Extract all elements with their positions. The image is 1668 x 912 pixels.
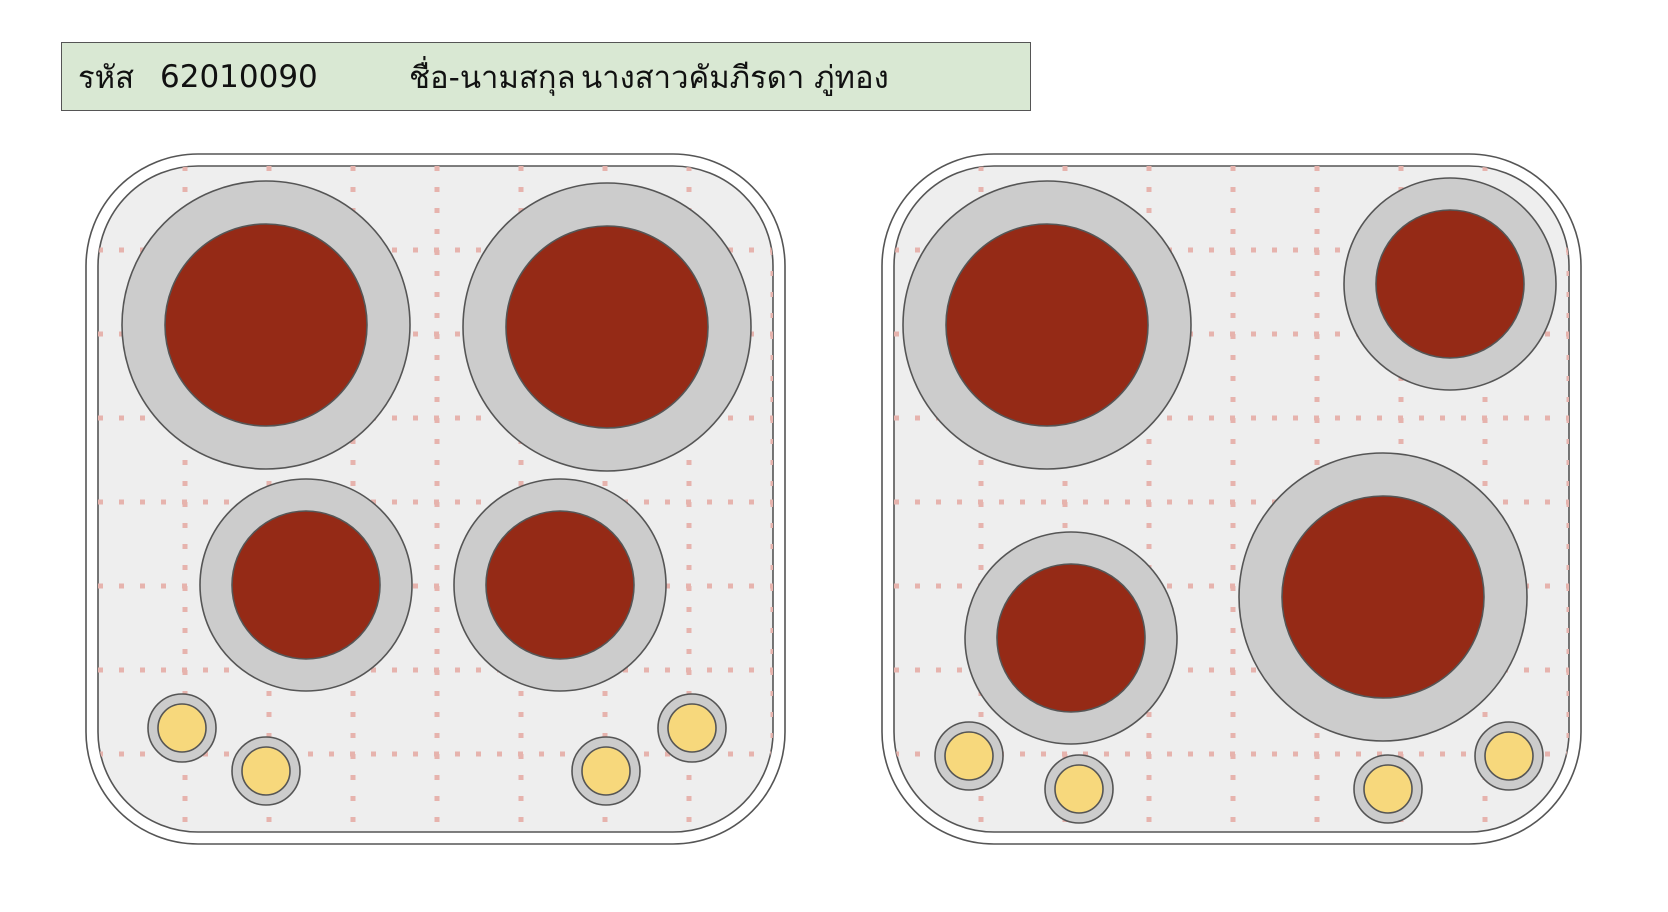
burner-top-right xyxy=(462,182,752,472)
burner-top-right xyxy=(1343,177,1557,391)
burner-bottom-left xyxy=(199,478,413,692)
knob-1 xyxy=(147,693,217,763)
knob-cap xyxy=(1363,764,1413,814)
grid-dots xyxy=(894,166,1569,832)
knob-cap xyxy=(1484,731,1534,781)
knob-3 xyxy=(571,736,641,806)
burner-heating-element xyxy=(485,510,635,660)
stove-right xyxy=(881,153,1582,845)
student-info-box: รหัส 62010090 ชื่อ-นามสกุล นางสาวคัมภีรด… xyxy=(61,42,1031,111)
knob-2 xyxy=(231,736,301,806)
knob-cap xyxy=(944,731,994,781)
knob-cap xyxy=(581,746,631,796)
knob-2 xyxy=(1044,754,1114,824)
knob-cap xyxy=(157,703,207,753)
burner-heating-element xyxy=(1375,209,1525,359)
student-code-value: 62010090 xyxy=(160,58,318,95)
knob-cap xyxy=(1054,764,1104,814)
knob-3 xyxy=(1353,754,1423,824)
burner-bottom-right xyxy=(1238,452,1528,742)
knob-cap xyxy=(667,703,717,753)
knob-4 xyxy=(1474,721,1544,791)
burner-heating-element xyxy=(505,225,709,429)
burner-heating-element xyxy=(164,223,368,427)
burner-top-left xyxy=(902,180,1192,470)
burner-heating-element xyxy=(231,510,381,660)
knob-1 xyxy=(934,721,1004,791)
burner-heating-element xyxy=(945,223,1149,427)
student-name-value: นางสาวคัมภีรดา ภู่ทอง xyxy=(581,59,889,96)
knob-4 xyxy=(657,693,727,763)
burner-heating-element xyxy=(996,563,1146,713)
burner-bottom-right xyxy=(453,478,667,692)
knob-cap xyxy=(241,746,291,796)
burner-top-left xyxy=(121,180,411,470)
student-name-label: ชื่อ-นามสกุล xyxy=(409,59,576,96)
grid-dots xyxy=(98,166,773,832)
student-code-label: รหัส xyxy=(78,59,135,96)
burner-heating-element xyxy=(1281,495,1485,699)
burner-bottom-left xyxy=(964,531,1178,745)
stove-left xyxy=(85,153,786,845)
